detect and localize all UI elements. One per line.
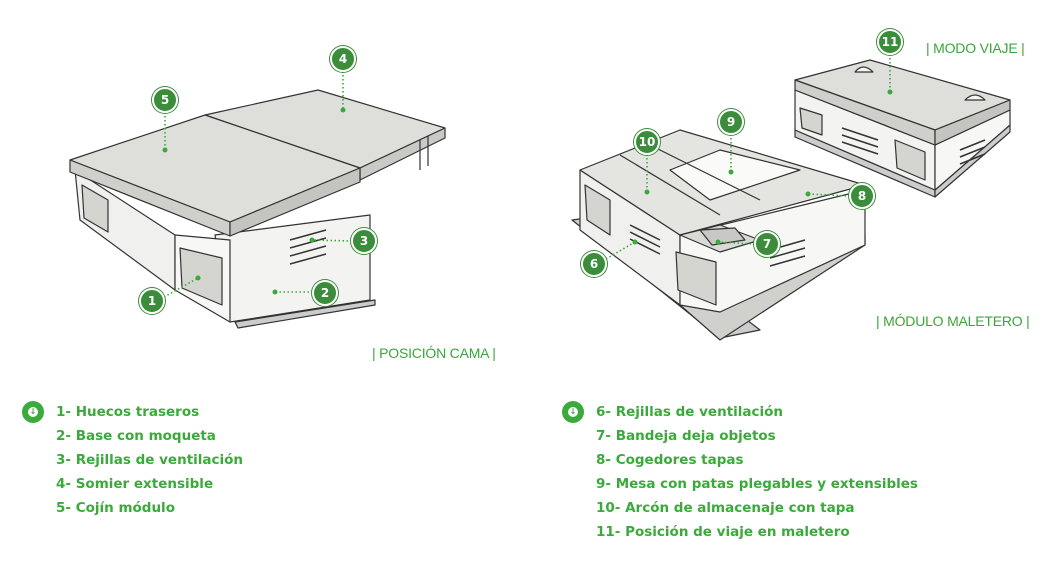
callout-badge-3: 3 <box>351 228 377 254</box>
legend-item: 10- Arcón de almacenaje con tapa <box>562 496 918 520</box>
download-circle-icon: ↓ <box>22 401 44 423</box>
callout-badge-4: 4 <box>330 46 356 72</box>
legend-item: 5- Cojín módulo <box>22 496 243 520</box>
callout-badge-7: 7 <box>754 231 780 257</box>
leader-lines <box>163 54 891 298</box>
download-circle-icon: ↓ <box>562 401 584 423</box>
legend-text: 2- Base con moqueta <box>56 428 216 444</box>
legend-right: ↓ 6- Rejillas de ventilación 7- Bandeja d… <box>562 400 918 544</box>
legend-item: 4- Somier extensible <box>22 472 243 496</box>
trunk-module-drawing <box>571 129 866 341</box>
legend-item: 7- Bandeja deja objetos <box>562 424 918 448</box>
legend-item: ↓ 1- Huecos traseros <box>22 400 243 424</box>
legend-text: 4- Somier extensible <box>56 476 214 492</box>
callout-badge-2: 2 <box>312 280 338 306</box>
legend-item: 3- Rejillas de ventilación <box>22 448 243 472</box>
callout-badge-9: 9 <box>718 109 744 135</box>
legend-item: 9- Mesa con patas plegables y extensible… <box>562 472 918 496</box>
legend-left: ↓1- Huecos traseros 2- Base con moqueta … <box>22 400 243 520</box>
callout-badge-6: 6 <box>581 251 607 277</box>
leader-endpoints <box>162 89 893 295</box>
callout-badge-10: 10 <box>634 129 660 155</box>
legend-item: ↓ 6- Rejillas de ventilación <box>562 400 918 424</box>
legend-text: 5- Cojín módulo <box>56 500 175 516</box>
legend-text: 7- Bandeja deja objetos <box>596 428 776 444</box>
travel-mode-drawing <box>794 59 1011 198</box>
legend-item: 8- Cogedores tapas <box>562 448 918 472</box>
trunk-module-label: | MÓDULO MALETERO | <box>876 313 1030 329</box>
callout-badge-5: 5 <box>152 87 178 113</box>
bed-position-label: | POSICIÓN CAMA | <box>372 345 496 361</box>
legend-item: 11- Posición de viaje en maletero <box>562 520 918 544</box>
legend-text: 3- Rejillas de ventilación <box>56 452 244 468</box>
legend-text: 1- Huecos traseros <box>56 404 200 420</box>
legend-text: 6- Rejillas de ventilación <box>596 404 784 420</box>
legend-text: 9- Mesa con patas plegables y extensible… <box>596 476 918 492</box>
callout-badge-8: 8 <box>849 183 875 209</box>
legend-text: 10- Arcón de almacenaje con tapa <box>596 500 855 516</box>
callout-badge-11: 11 <box>877 29 903 55</box>
legend-text: 8- Cogedores tapas <box>596 452 744 468</box>
bed-position-drawing <box>69 89 446 329</box>
legend-text: 11- Posición de viaje en maletero <box>596 524 850 540</box>
legend-item: 2- Base con moqueta <box>22 424 243 448</box>
callout-badge-1: 1 <box>139 288 165 314</box>
travel-mode-label: | MODO VIAJE | <box>926 40 1025 56</box>
